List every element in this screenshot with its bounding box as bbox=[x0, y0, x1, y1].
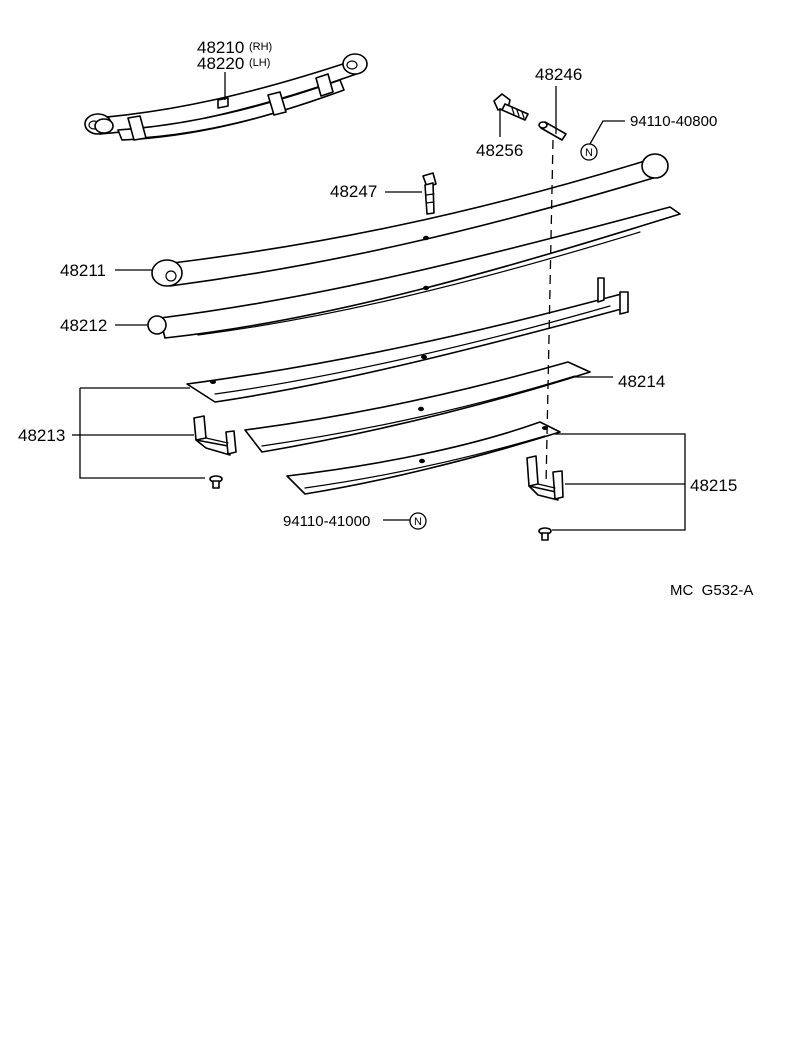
label-48215: 48215 bbox=[690, 476, 737, 495]
svg-text:N: N bbox=[585, 147, 593, 159]
leaf-48212-illustration bbox=[147, 206, 681, 339]
alignment-dashed-line bbox=[545, 139, 554, 486]
label-48220-lh: (LH) bbox=[249, 57, 270, 69]
rivet-left-illustration bbox=[209, 475, 223, 489]
bolt-48256-illustration bbox=[493, 93, 529, 121]
clip-left-illustration bbox=[193, 415, 237, 456]
label-48213: 48213 bbox=[18, 426, 65, 445]
label-48220: 48220 bbox=[197, 54, 244, 73]
leaf-48213-illustration bbox=[186, 277, 629, 403]
n-mark-top: N bbox=[580, 143, 598, 161]
n-mark-bottom: N bbox=[409, 512, 427, 530]
label-94110-41000: 94110-41000 bbox=[283, 513, 370, 530]
pin-48246-illustration bbox=[538, 121, 567, 141]
label-48247: 48247 bbox=[330, 182, 377, 201]
label-48256: 48256 bbox=[476, 141, 523, 160]
label-48246: 48246 bbox=[535, 65, 582, 84]
leaf-48215-illustration bbox=[286, 421, 561, 495]
rivet-right-illustration bbox=[538, 527, 552, 541]
label-48210-rh: (RH) bbox=[249, 41, 272, 53]
label-48210: 48210 bbox=[197, 38, 244, 57]
spring-assembly-illustration bbox=[84, 53, 368, 141]
clip-right-illustration bbox=[526, 455, 564, 501]
label-48214: 48214 bbox=[618, 372, 665, 391]
leaf-48211-illustration bbox=[151, 153, 669, 287]
label-48211: 48211 bbox=[60, 261, 106, 280]
diagram-code: MC G532-A bbox=[670, 582, 753, 599]
label-48212: 48212 bbox=[60, 316, 107, 335]
leaf-48214-illustration bbox=[244, 361, 591, 453]
label-94110-40800: 94110-40800 bbox=[630, 113, 717, 130]
leader-lines bbox=[72, 72, 686, 531]
svg-text:N: N bbox=[414, 516, 422, 528]
center-bolt-48247-illustration bbox=[422, 172, 437, 215]
